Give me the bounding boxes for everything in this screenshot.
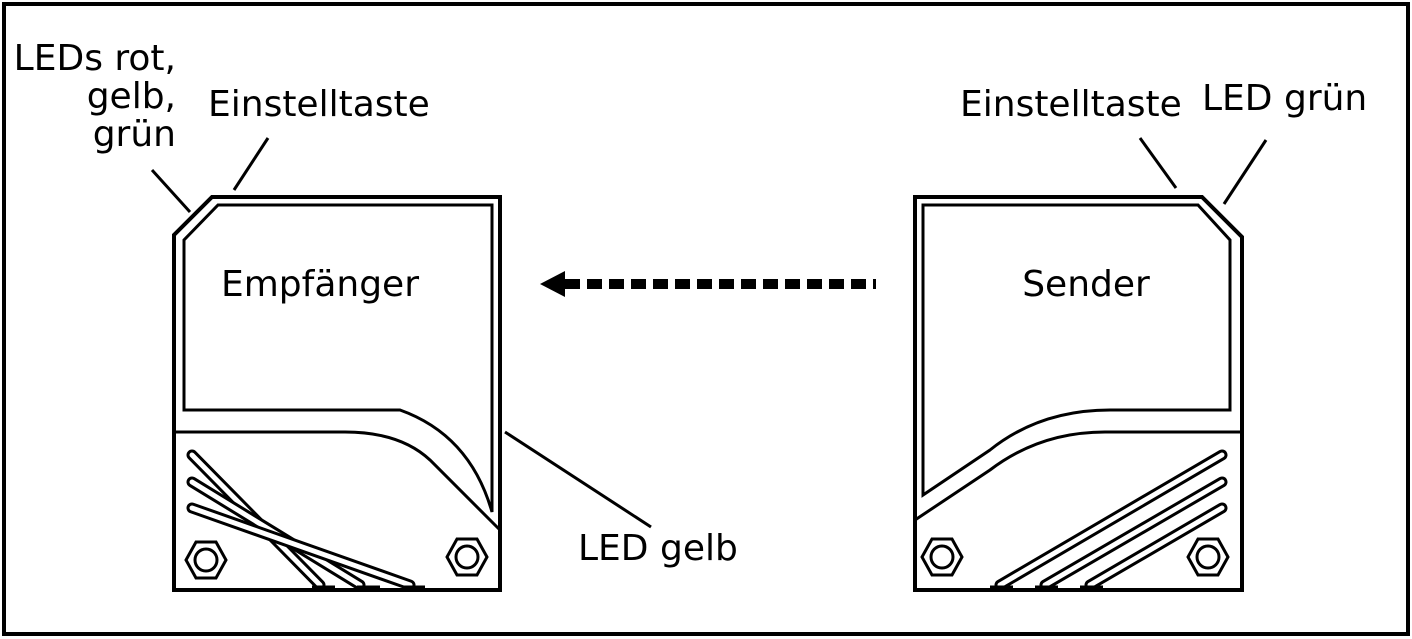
receiver-ribs — [186, 449, 425, 591]
receiver-side-led-label: LED gelb — [578, 528, 738, 569]
sender-nut-right-icon — [1186, 537, 1230, 577]
light-beam-arrow — [540, 271, 876, 297]
sender-ribs — [990, 449, 1228, 591]
receiver-led-callout: LEDs rot, gelb, grün — [14, 38, 192, 214]
receiver-housing — [172, 195, 502, 592]
receiver-button-callout: Einstelltaste — [208, 84, 430, 191]
receiver-nut-left-icon — [184, 540, 228, 580]
receiver-window — [182, 203, 494, 513]
receiver-panel-line — [174, 430, 502, 532]
sender-window — [921, 203, 1232, 498]
receiver-button-label: Einstelltaste — [208, 84, 430, 125]
sender-led-callout: LED grün — [1202, 78, 1367, 205]
receiver-led-label-line-1: LEDs rot, — [14, 38, 176, 79]
sender-panel-line — [914, 430, 1242, 522]
sender-housing — [913, 195, 1244, 592]
sender-nut-left-icon — [920, 537, 964, 577]
receiver-device: Empfänger — [172, 195, 502, 592]
receiver-led-label-line-2: gelb, — [87, 76, 176, 117]
sender-led-label: LED grün — [1202, 78, 1367, 119]
sender-device: Sender — [913, 195, 1244, 592]
receiver-led-label-line-3: grün — [93, 114, 176, 155]
receiver-title: Empfänger — [221, 264, 419, 305]
receiver-side-led-callout: LED gelb — [504, 430, 738, 569]
sender-title: Sender — [1022, 264, 1150, 305]
sender-button-callout: Einstelltaste — [960, 84, 1182, 189]
receiver-nut-right-icon — [445, 537, 489, 577]
sender-button-label: Einstelltaste — [960, 84, 1182, 125]
